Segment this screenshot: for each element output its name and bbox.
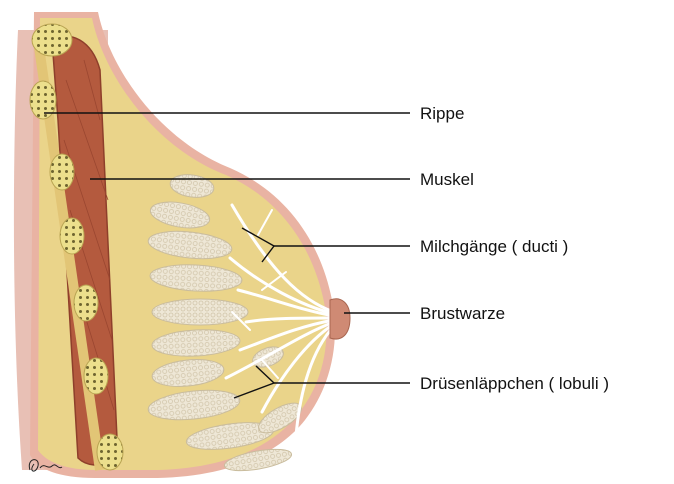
rib	[60, 218, 84, 254]
label-rippe: Rippe	[420, 104, 464, 123]
label-brustwarze: Brustwarze	[420, 304, 505, 323]
nipple	[330, 299, 350, 339]
rib	[97, 434, 123, 470]
rib	[32, 24, 72, 56]
rib	[84, 358, 108, 394]
label-druesenlaeppchen: Drüsenläppchen ( lobuli )	[420, 374, 609, 393]
label-muskel: Muskel	[420, 170, 474, 189]
label-milchgaenge: Milchgänge ( ducti )	[420, 237, 568, 256]
rib	[50, 154, 74, 190]
rib	[74, 285, 98, 321]
